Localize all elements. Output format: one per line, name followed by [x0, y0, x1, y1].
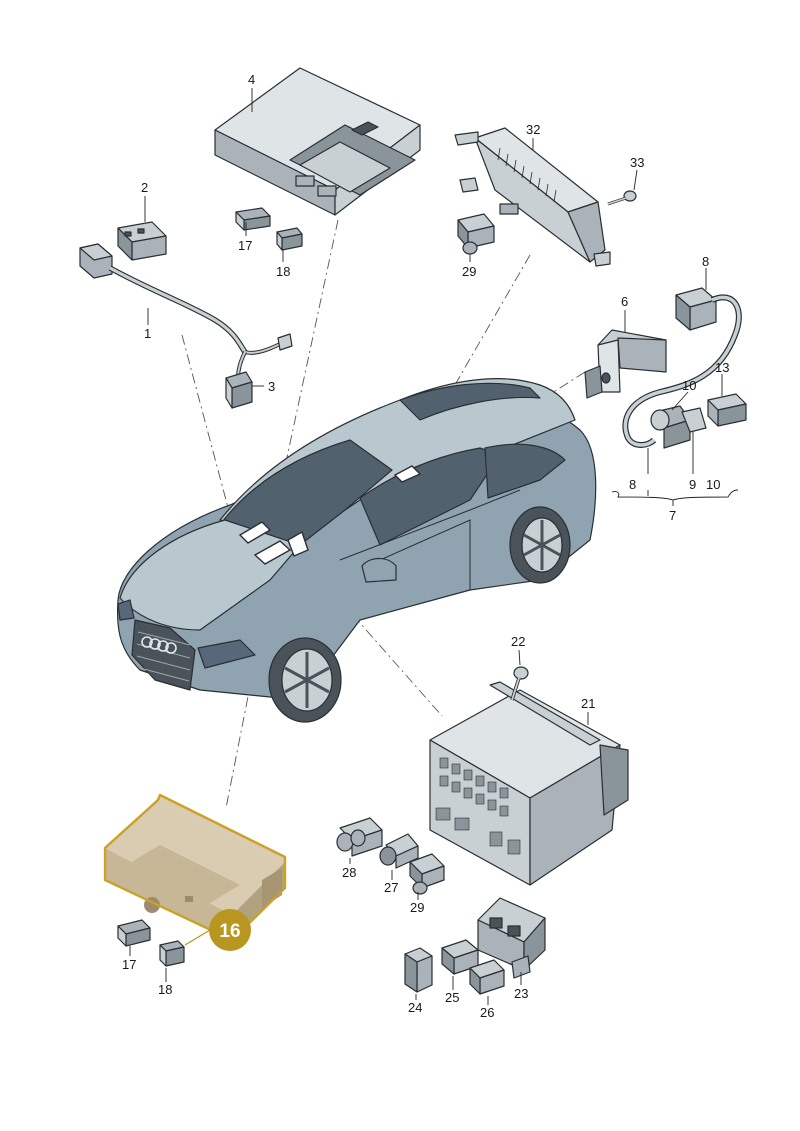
label-3: 3: [268, 379, 275, 394]
label-18-top: 18: [276, 264, 290, 279]
label-18-lower: 18: [158, 982, 172, 997]
part-4-cd-changer[interactable]: [214, 67, 421, 216]
leader-lines: [129, 88, 739, 1005]
part-24-plug[interactable]: [404, 947, 433, 993]
part-28-connector[interactable]: [336, 817, 383, 857]
label-8-mid: 8: [629, 477, 636, 492]
part-labels: 4 2 17 18 1 3 32 33 29 8 6 10 13 8 9 8 1…: [122, 72, 729, 1020]
part-21-head-unit[interactable]: [429, 681, 629, 886]
part-33-screw[interactable]: [607, 190, 637, 206]
label-1: 1: [144, 326, 151, 341]
part-18-connector-top[interactable]: [276, 227, 303, 251]
label-2: 2: [141, 180, 148, 195]
label-25: 25: [445, 990, 459, 1005]
label-26: 26: [480, 1005, 494, 1020]
part-7-cable-assembly[interactable]: [622, 287, 742, 449]
part-32-control-module[interactable]: [454, 127, 611, 267]
part-3-connector[interactable]: [225, 371, 253, 409]
label-33: 33: [630, 155, 644, 170]
part-26-plug[interactable]: [469, 959, 505, 995]
badge-number-16: 16: [219, 921, 240, 942]
part-17-connector-lower[interactable]: [117, 919, 151, 947]
label-9: 9: [689, 477, 696, 492]
part-16-highlighted-module[interactable]: [103, 793, 287, 942]
label-27: 27: [384, 880, 398, 895]
part-27-connector[interactable]: [379, 833, 419, 869]
label-29-lower: 29: [410, 900, 424, 915]
label-28: 28: [342, 865, 356, 880]
label-24: 24: [408, 1000, 422, 1015]
part-23-bracket[interactable]: [477, 897, 546, 979]
part-2-plug[interactable]: [117, 221, 167, 261]
label-21: 21: [581, 696, 595, 711]
label-7: 7: [669, 508, 676, 523]
part-29-socket-lower[interactable]: [409, 853, 445, 895]
label-17-top: 17: [238, 238, 252, 253]
part-6-unit[interactable]: [584, 329, 667, 399]
part-1-cable-harness[interactable]: [79, 243, 293, 379]
label-13: 13: [715, 360, 729, 375]
label-29-top: 29: [462, 264, 476, 279]
label-10-top: 10: [682, 378, 696, 393]
car-audi-coupe: [116, 378, 597, 723]
label-8-top: 8: [702, 254, 709, 269]
part-13-plug[interactable]: [707, 393, 747, 427]
label-23: 23: [514, 986, 528, 1001]
part-16-badge[interactable]: 16: [209, 909, 251, 951]
label-22: 22: [511, 634, 525, 649]
part-29-socket-top[interactable]: [457, 213, 495, 255]
label-6: 6: [621, 294, 628, 309]
part-17-connector-top[interactable]: [235, 207, 271, 231]
part-22-screw[interactable]: [510, 666, 529, 701]
label-4: 4: [248, 72, 255, 87]
label-32: 32: [526, 122, 540, 137]
label-17-lower: 17: [122, 957, 136, 972]
label-10-set: 10: [706, 477, 720, 492]
part-18-connector-lower[interactable]: [159, 940, 185, 967]
